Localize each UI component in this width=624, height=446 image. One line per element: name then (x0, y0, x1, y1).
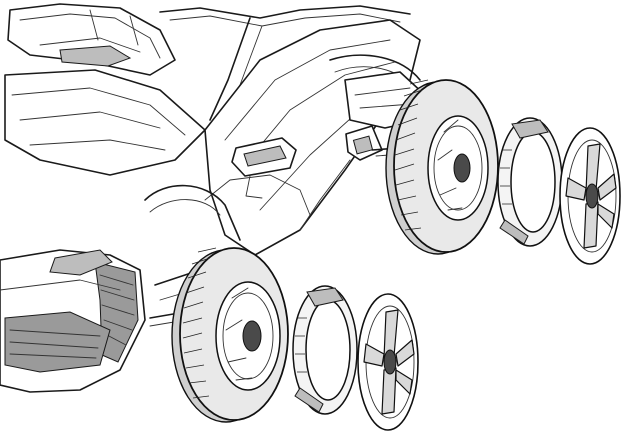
rear-wheel-centre (453, 153, 471, 183)
headlight (49, 249, 113, 276)
front-hub-cap (357, 293, 419, 431)
seat-back (7, 3, 176, 76)
rear-tyre (385, 79, 499, 255)
rear-axle (345, 125, 403, 161)
seat-cushion (59, 45, 132, 67)
car-body (0, 3, 426, 393)
rear-hub-cap (559, 127, 621, 265)
front-wheel-centre (242, 320, 262, 352)
rear-hub-ring (497, 117, 563, 247)
front-tyre (171, 247, 289, 423)
hood (4, 69, 206, 176)
front-hub-ring (292, 285, 358, 415)
